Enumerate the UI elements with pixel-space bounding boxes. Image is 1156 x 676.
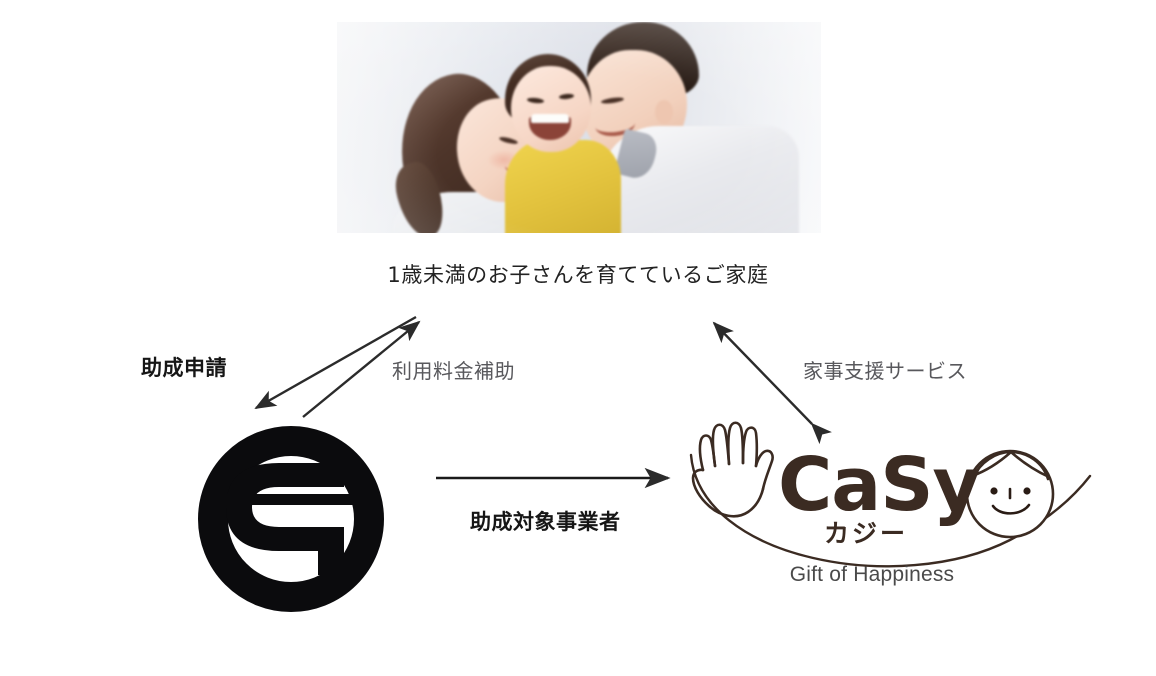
child-teeth	[531, 114, 569, 123]
setagaya-ward-logo	[198, 426, 384, 612]
arrow-housework-support	[712, 321, 832, 445]
child-shirt	[505, 140, 621, 233]
photo-vignette	[337, 22, 821, 233]
arrow-fee-subsidy	[302, 320, 421, 418]
edge-label-fee-subsidy: 利用料金補助	[392, 359, 515, 383]
edge-label-subsidy-application: 助成申請	[141, 356, 227, 380]
family-node-caption: 1歳未満のお子さんを育てているご家庭	[387, 263, 769, 287]
casy-swoosh	[689, 453, 1092, 568]
edge-label-eligible-provider: 助成対象事業者	[470, 510, 621, 534]
arrow-subsidy-application	[254, 315, 417, 410]
family-photo	[337, 22, 821, 233]
smiling-face-icon	[965, 449, 1055, 539]
casy-logo-art	[689, 421, 1092, 568]
edge-label-housework-support: 家事支援サービス	[803, 359, 967, 383]
father-ear	[655, 100, 673, 124]
casy-kana: カジー	[824, 519, 909, 548]
open-hand-icon	[691, 421, 774, 518]
casy-tagline: Gift of Happiness	[789, 563, 955, 586]
casy-wordmark: CaSy	[778, 442, 981, 528]
